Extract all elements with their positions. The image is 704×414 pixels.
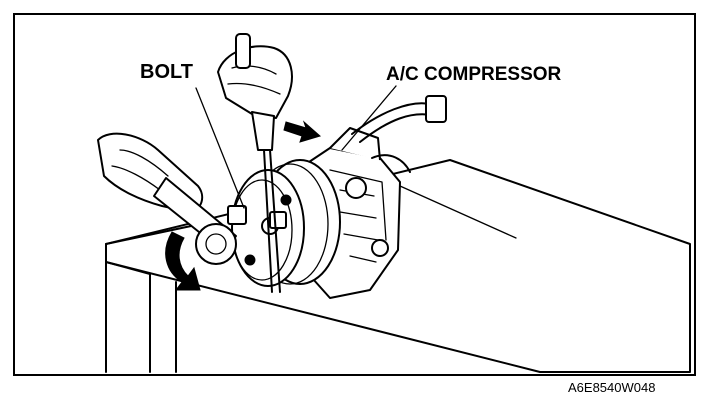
compressor-leader-line: [341, 85, 397, 151]
bolt-label: BOLT: [140, 61, 193, 83]
figure-border: [13, 13, 696, 376]
rotation-arrow-icon: [165, 231, 201, 291]
direction-arrow-icon: [283, 120, 322, 143]
figure-code: A6E8540W048: [568, 380, 655, 395]
bolt-leader-line: [195, 87, 245, 209]
wrench-and-hand: [97, 132, 287, 265]
compressor-label: A/C COMPRESSOR: [386, 64, 562, 85]
clutch-pulley: [231, 159, 341, 287]
bench-edge-line: [399, 185, 517, 239]
tool-and-hand: [217, 33, 293, 293]
